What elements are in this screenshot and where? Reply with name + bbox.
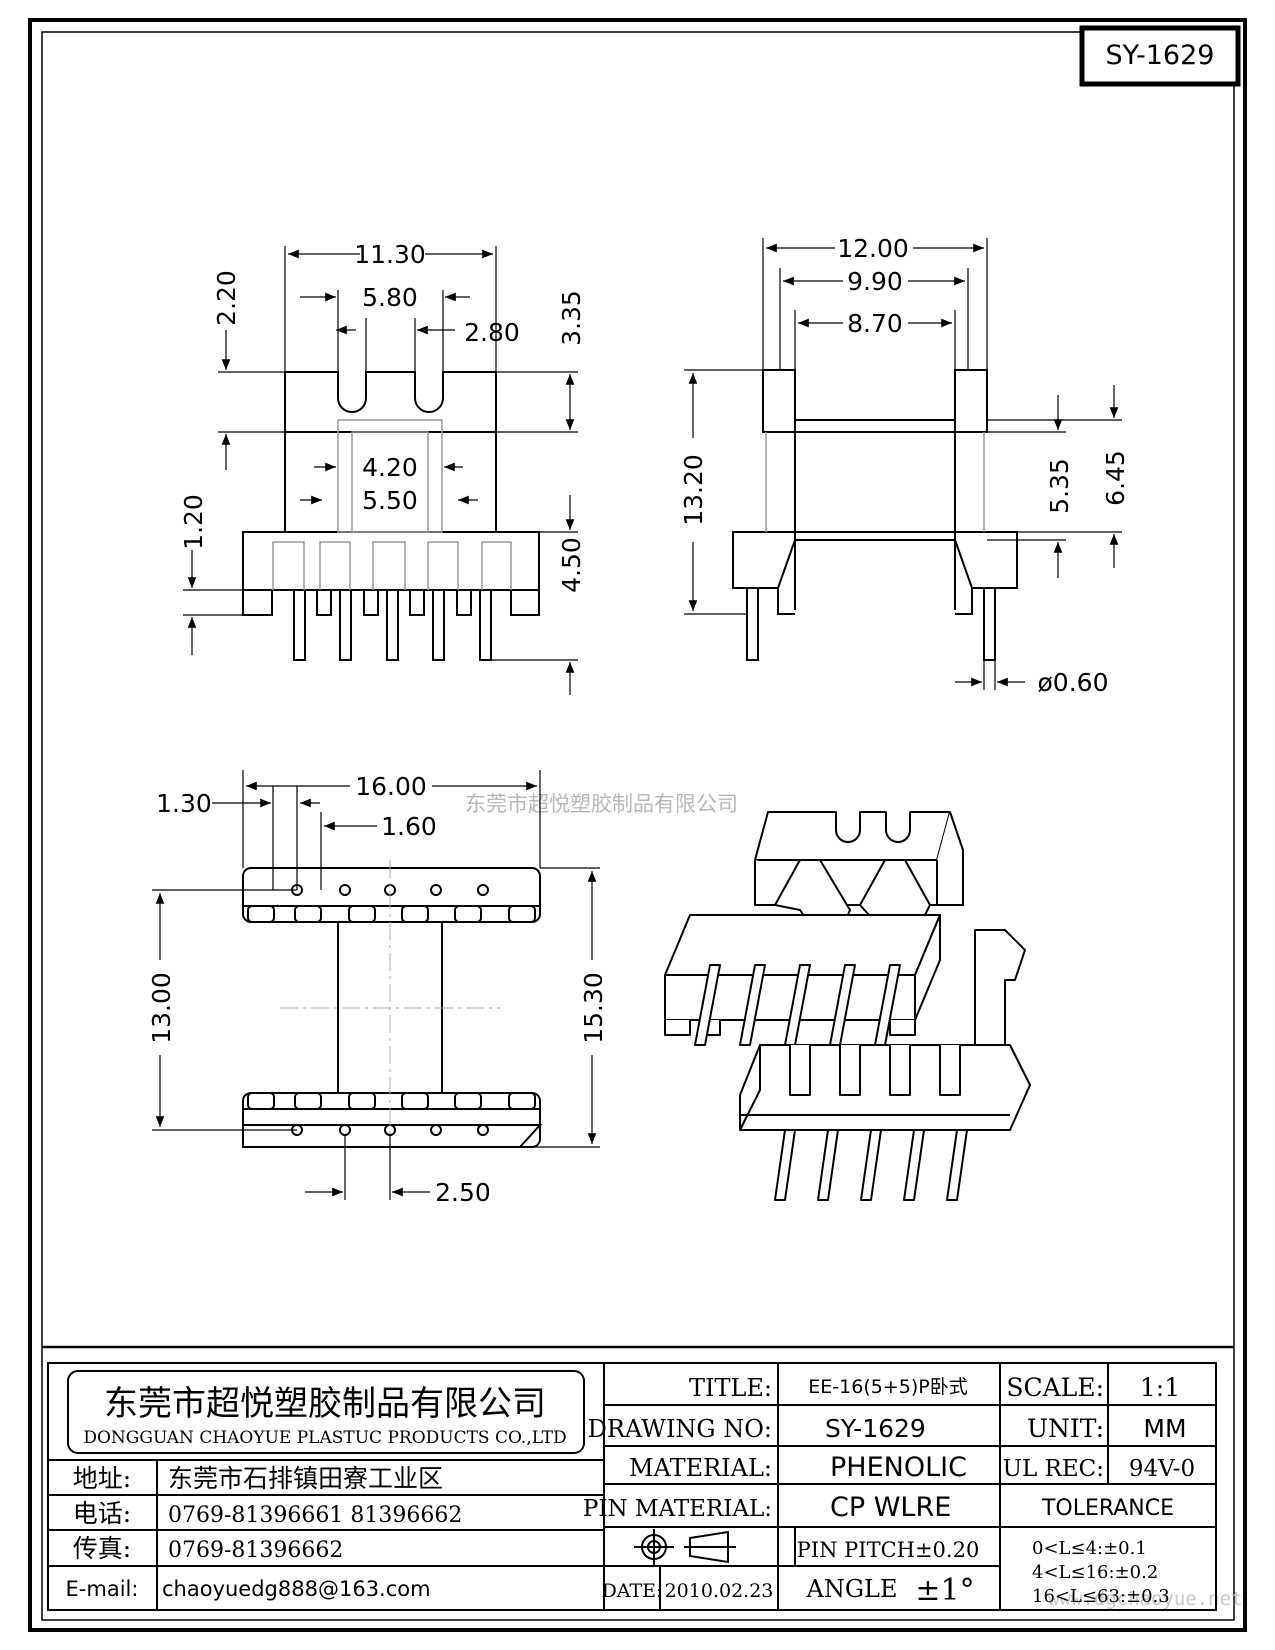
watermark-text: 东莞市超悦塑胶制品有限公司 — [465, 792, 738, 816]
isometric-view — [664, 811, 1031, 1201]
pin-material-value: CP WLRE — [830, 1492, 951, 1523]
drawing-code-box: SY-1629 — [1079, 25, 1241, 87]
company-name-en: DONGGUAN CHAOYUE PLASTUC PRODUCTS CO.,LT… — [83, 1428, 566, 1448]
phone-label: 电话: — [73, 1499, 131, 1528]
pin-material-label: PIN MATERIAL: — [583, 1496, 772, 1522]
dim-side-winding-height: 5.35 — [1045, 458, 1074, 514]
ul-label: UL REC: — [1003, 1456, 1104, 1482]
dim-side-mid-width: 9.90 — [847, 267, 903, 296]
sheet-frame — [28, 18, 1247, 1632]
address-label: 地址: — [73, 1464, 131, 1493]
projection-symbol-icon — [634, 1529, 736, 1565]
dim-side-pin-diameter: ø0.60 — [1038, 668, 1109, 697]
date-label: DATE: — [602, 1580, 663, 1602]
dim-front-base-height: 4.50 — [557, 537, 586, 593]
scale-value: 1:1 — [1140, 1373, 1180, 1402]
material-label: MATERIAL: — [629, 1454, 772, 1482]
bottom-view: 16.00 1.30 1.60 13.00 15.30 2.50 — [147, 770, 608, 1207]
dim-bottom-overall-depth: 15.30 — [579, 972, 608, 1044]
dim-front-slot-width: 2.80 — [464, 318, 520, 347]
dim-side-overall-width: 12.00 — [837, 234, 909, 263]
dim-bottom-edge-offset: 1.30 — [156, 789, 212, 818]
dim-front-core-outer: 5.50 — [362, 486, 418, 515]
drawing-no-label: DRAWING NO: — [588, 1415, 772, 1443]
material-value: PHENOLIC — [830, 1452, 967, 1483]
side-view: 12.00 9.90 8.70 13.20 5.35 6.45 ø0.60 — [679, 234, 1130, 697]
dim-bottom-pin-pitch: 2.50 — [435, 1178, 491, 1207]
dim-front-slot-pitch: 5.80 — [362, 283, 418, 312]
dim-side-inner-width: 8.70 — [847, 309, 903, 338]
dim-bottom-pin-offset: 1.60 — [381, 812, 437, 841]
title-block: 东莞市超悦塑胶制品有限公司 DONGGUAN CHAOYUE PLASTUC P… — [47, 1362, 1217, 1611]
dim-side-window-height: 6.45 — [1101, 450, 1130, 506]
unit-value: MM — [1143, 1414, 1186, 1443]
dim-front-foot-height: 1.20 — [179, 494, 208, 550]
tolerance-line-2: 4<L≤16:±0.2 — [1032, 1562, 1158, 1583]
dim-front-width: 11.30 — [354, 240, 426, 269]
front-view: 11.30 5.80 2.80 2.20 3.35 4.20 5.50 1.20… — [179, 240, 586, 695]
title-value: EE-16(5+5)P卧式 — [808, 1376, 967, 1398]
dim-bottom-pin-row-spacing: 13.00 — [147, 972, 176, 1044]
dim-front-slot-depth: 2.20 — [212, 270, 241, 326]
unit-label: UNIT: — [1027, 1414, 1104, 1443]
dim-bottom-overall-width: 16.00 — [355, 772, 427, 801]
tolerance-label: TOLERANCE — [1041, 1496, 1174, 1521]
pin-pitch-value: PIN PITCH±0.20 — [797, 1538, 980, 1562]
company-name-cn: 东莞市超悦塑胶制品有限公司 — [104, 1384, 546, 1424]
drawing-no-value: SY-1629 — [825, 1414, 926, 1443]
scale-label: SCALE: — [1006, 1373, 1104, 1402]
date-value: 2010.02.23 — [665, 1580, 774, 1602]
watermark-site: www.dgchaoyue.net — [1048, 1588, 1242, 1610]
email-value: chaoyuedg888@163.com — [162, 1577, 431, 1601]
fax-value: 0769-81396662 — [168, 1538, 343, 1563]
phone-value: 0769-81396661 81396662 — [168, 1503, 462, 1528]
angle-value: ±1° — [915, 1573, 974, 1608]
fax-label: 传真: — [73, 1534, 131, 1563]
angle-label: ANGLE — [806, 1575, 898, 1603]
dim-front-flange-height: 3.35 — [557, 290, 586, 346]
address-value: 东莞市石排镇田寮工业区 — [168, 1464, 443, 1493]
drawing-code-label: SY-1629 — [1106, 40, 1215, 71]
ul-value: 94V-0 — [1129, 1456, 1195, 1482]
tolerance-line-3: 16<L≤63:±0.3 — [1032, 1586, 1170, 1607]
dim-front-core-inner: 4.20 — [362, 453, 418, 482]
tolerance-line-1: 0<L≤4:±0.1 — [1032, 1538, 1147, 1559]
title-label: TITLE: — [689, 1374, 772, 1402]
email-label: E-mail: — [66, 1577, 139, 1601]
dim-side-overall-height: 13.20 — [679, 454, 708, 526]
